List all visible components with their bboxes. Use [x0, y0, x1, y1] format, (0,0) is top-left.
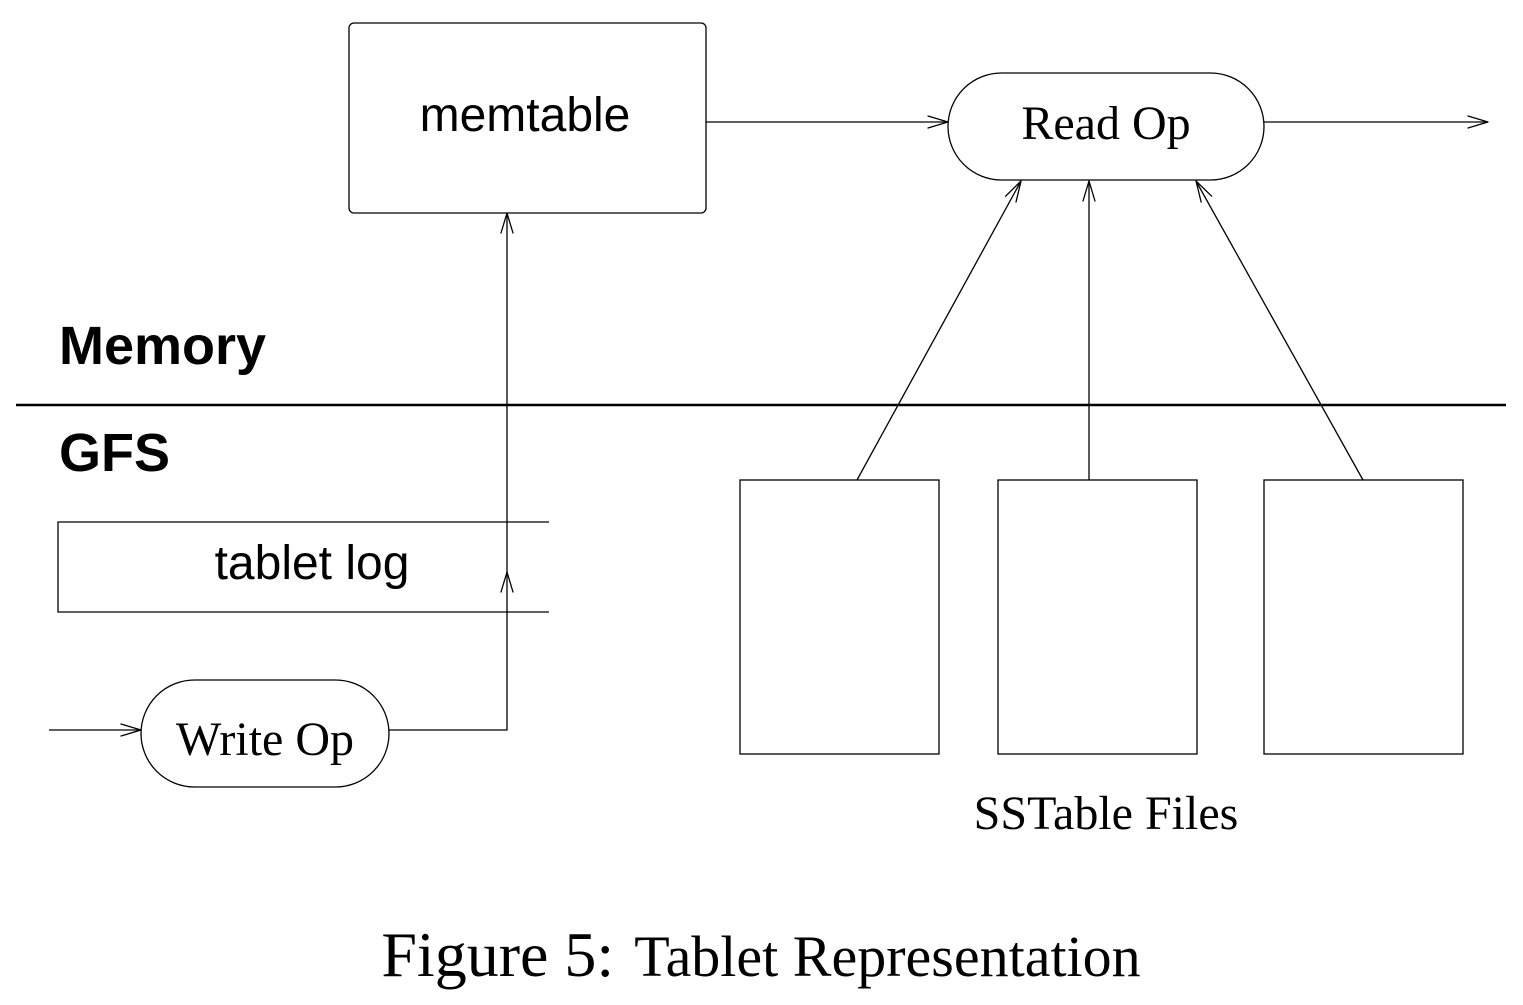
write-op-input-arrowhead [120, 723, 142, 737]
tablet-log-label: tablet log [215, 537, 410, 590]
figure-caption: Figure 5: Tablet Representation [381, 919, 1140, 990]
sstable-file-3 [1263, 479, 1464, 755]
write-op-label: Write Op [176, 713, 354, 766]
tablet-log-node: tablet log [57, 521, 549, 613]
memtable-label: memtable [420, 89, 631, 142]
write-op-to-tablet-log-arrowhead [500, 571, 514, 593]
write-op-node: Write Op [140, 679, 390, 788]
sstable-1-to-read-op-arrow [856, 180, 1022, 481]
memtable-node: memtable [348, 22, 707, 214]
tablet-log-box [57, 521, 549, 613]
write-op-to-memtable-arrowhead [500, 212, 514, 234]
sstable-files-label: SSTable Files [974, 787, 1239, 840]
sstable-3-to-read-op-arrow [1195, 180, 1364, 481]
memtable-box [348, 22, 707, 214]
write-op-to-memtable-path [389, 213, 508, 731]
write-op-pill [140, 679, 390, 788]
sstable-file-1 [739, 479, 940, 755]
sstable-2-to-read-op-arrowhead [1082, 180, 1096, 202]
sstable-3-to-read-op-arrowhead [1195, 180, 1213, 203]
read-op-label: Read Op [1021, 97, 1190, 150]
read-op-node: Read Op [947, 72, 1265, 181]
gfs-region-label: GFS [59, 423, 170, 483]
memtable-to-read-op-arrowhead [927, 115, 949, 129]
figure-caption-title: Tablet Representation [634, 924, 1140, 989]
memory-region-label: Memory [59, 316, 266, 376]
read-op-pill [947, 72, 1265, 181]
sstable-1-to-read-op-arrowhead [1004, 180, 1022, 203]
sstable-file-2 [997, 479, 1198, 755]
figure-caption-prefix: Figure 5: [381, 919, 614, 990]
read-op-output-arrowhead [1467, 115, 1489, 129]
